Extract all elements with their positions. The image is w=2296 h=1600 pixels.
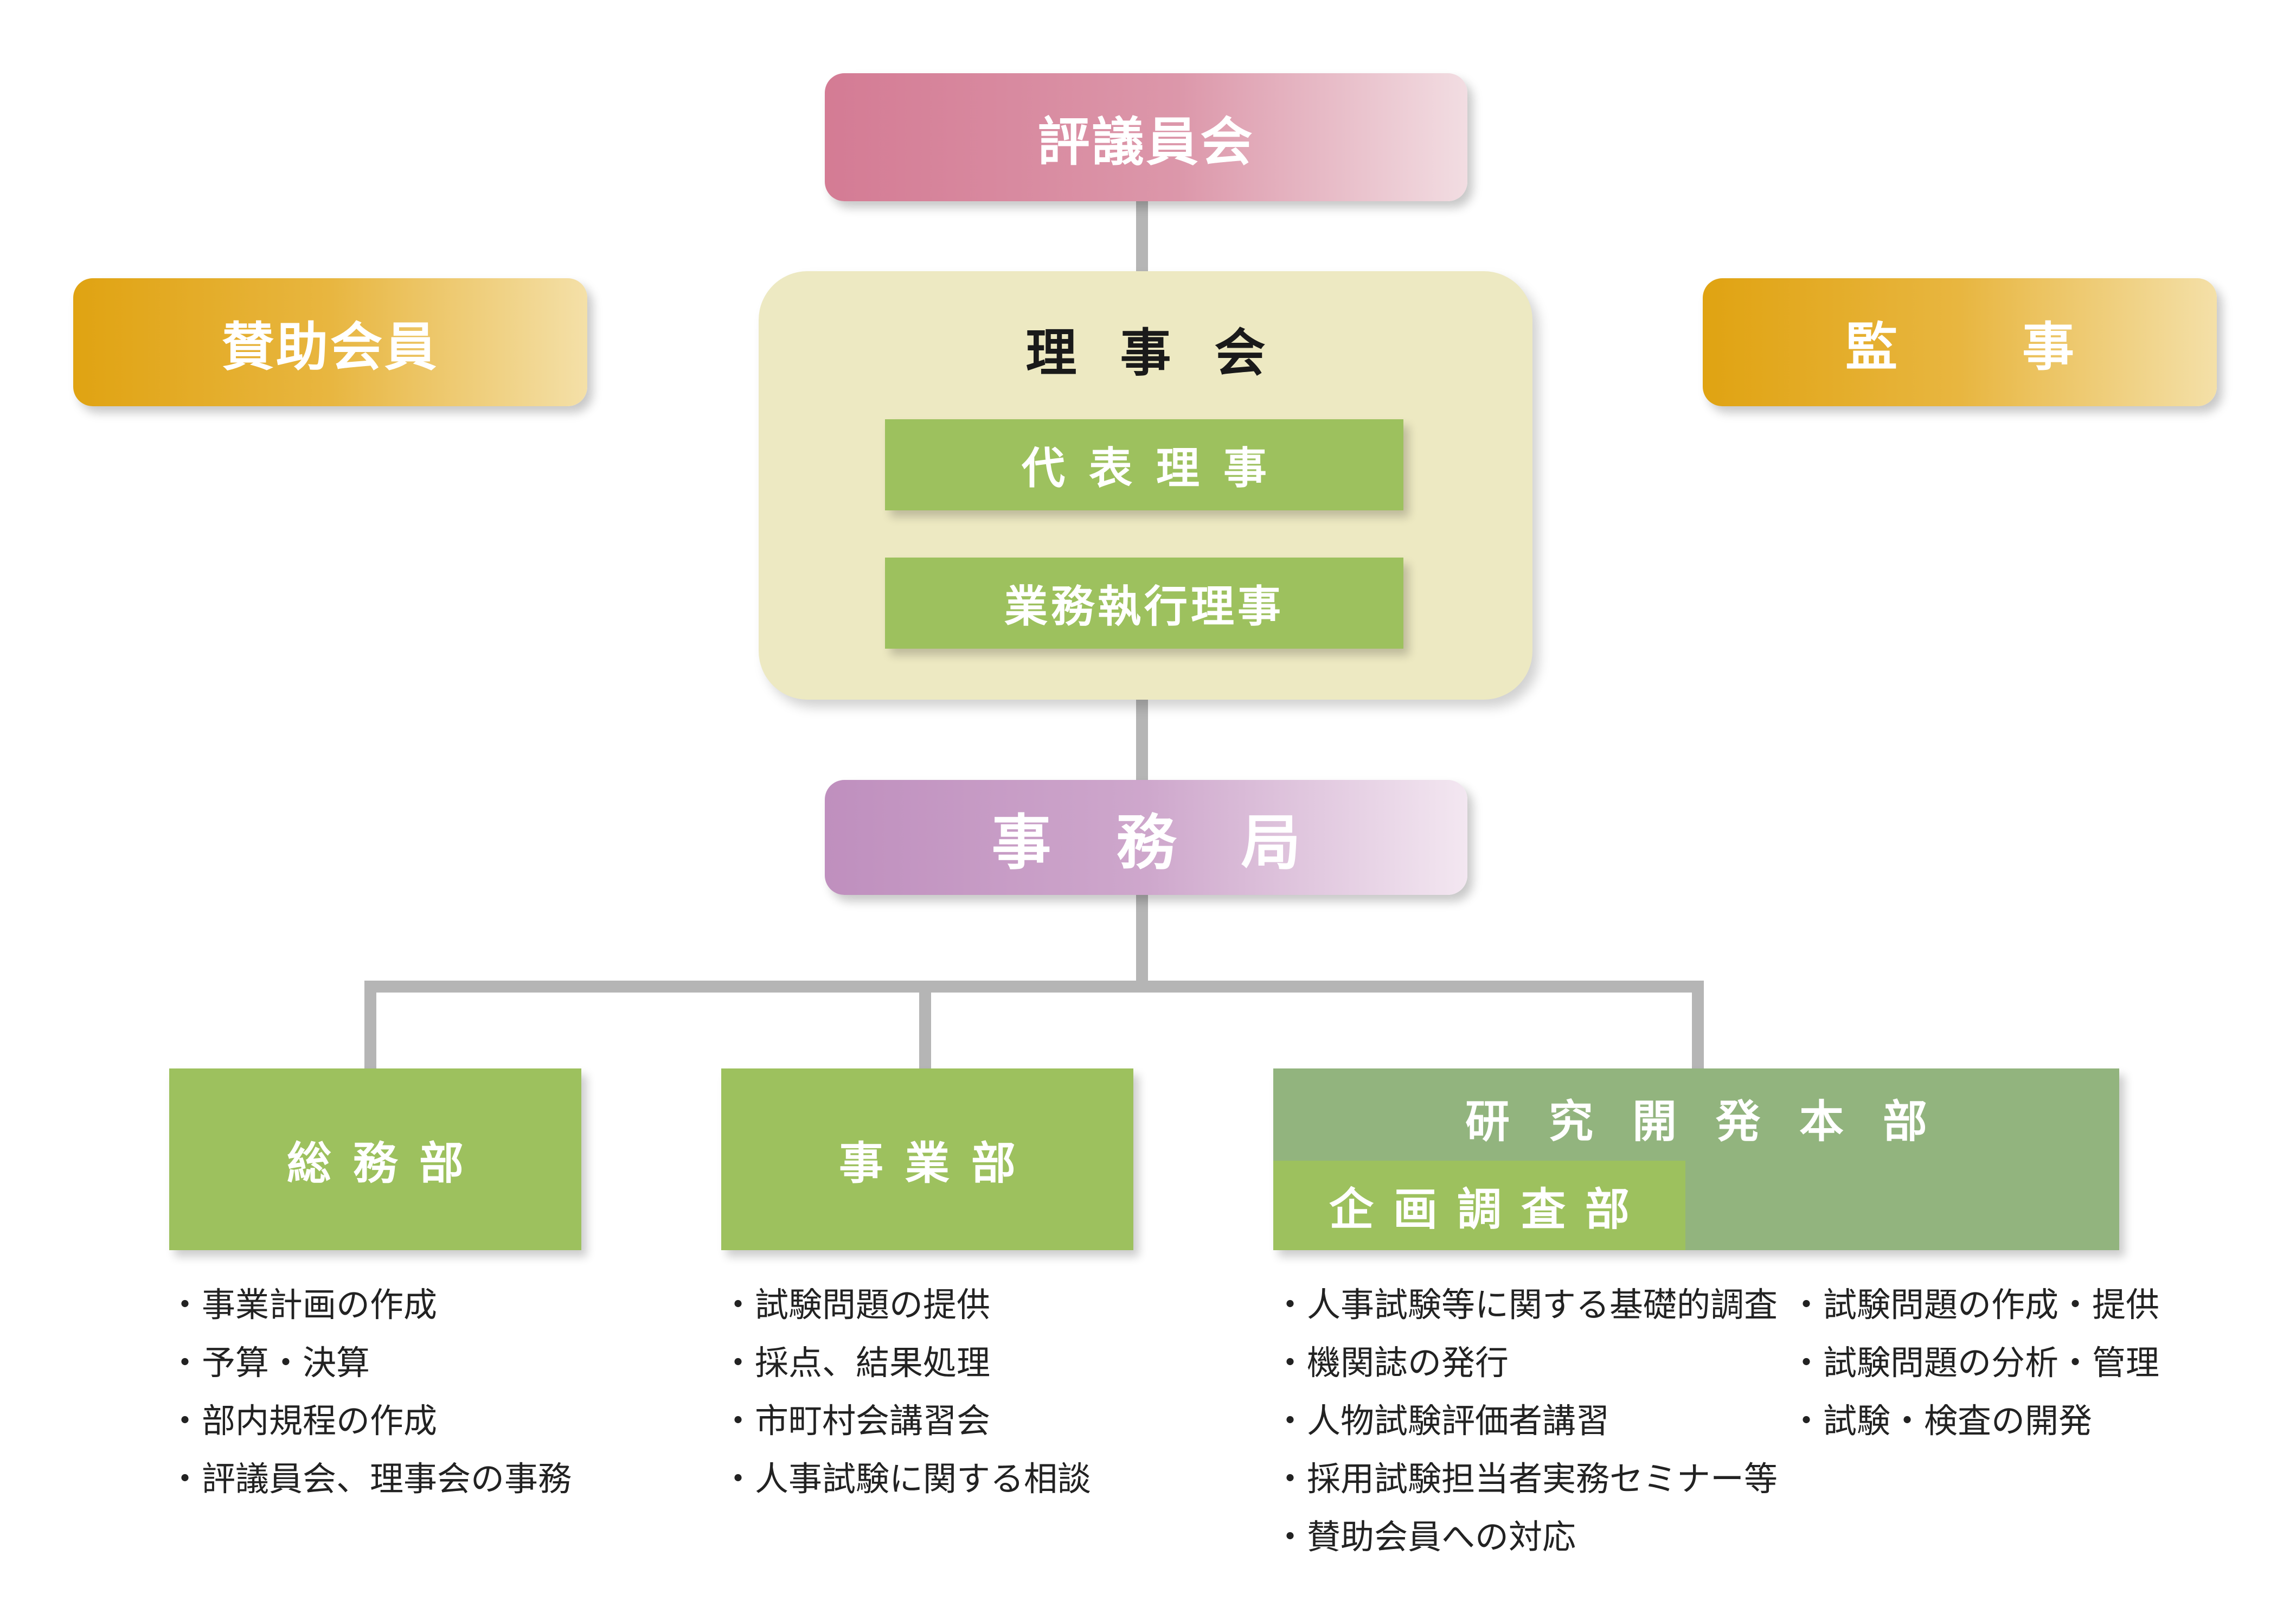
list-item: 部内規程の作成 — [168, 1392, 572, 1450]
board-label: 理事会 — [1025, 324, 1309, 383]
research-label: 研究開発本部 — [1465, 1096, 1966, 1148]
general-affairs-box: 総務部 — [169, 1068, 581, 1250]
list-item: 人物試験評価者講習 — [1273, 1392, 1778, 1450]
connector-research — [1692, 981, 1704, 1070]
list-item: 評議員会、理事会の事務 — [168, 1450, 572, 1508]
auditor-label: 監事 — [1845, 316, 2199, 377]
list-item: 試験問題の提供 — [721, 1276, 1091, 1334]
list-item: 市町村会講習会 — [721, 1392, 1091, 1450]
general-affairs-duties: 事業計画の作成 予算・決算 部内規程の作成 評議員会、理事会の事務 — [168, 1276, 572, 1508]
council-label: 評議員会 — [1037, 111, 1255, 172]
connector-council-board — [1136, 201, 1148, 274]
list-item: 試験問題の作成・提供 — [1790, 1276, 2159, 1334]
executive-director-box: 業務執行理事 — [885, 558, 1403, 649]
business-label: 事業部 — [838, 1138, 1037, 1189]
connector-general-affairs — [364, 981, 376, 1070]
business-box: 事業部 — [721, 1068, 1133, 1250]
list-item: 人事試験等に関する基礎的調査 — [1273, 1276, 1778, 1334]
council-box: 評議員会 — [825, 73, 1467, 201]
list-item: 賛助会員への対応 — [1273, 1508, 1778, 1566]
list-item: 試験問題の分析・管理 — [1790, 1334, 2159, 1392]
research-duties-right: 試験問題の作成・提供 試験問題の分析・管理 試験・検査の開発 — [1790, 1276, 2159, 1450]
list-item: 人事試験に関する相談 — [721, 1450, 1091, 1508]
secretariat-box: 事務局 — [825, 780, 1467, 895]
list-item: 試験・検査の開発 — [1790, 1392, 2159, 1450]
connector-horizontal-bus — [364, 981, 1704, 993]
research-duties-left: 人事試験等に関する基礎的調査 機関誌の発行 人物試験評価者講習 採用試験担当者実… — [1273, 1276, 1778, 1566]
planning-research-box: 企画調査部 — [1273, 1161, 1685, 1250]
representative-director-box: 代表理事 — [885, 419, 1403, 510]
list-item: 採用試験担当者実務セミナー等 — [1273, 1450, 1778, 1508]
connector-business — [919, 981, 931, 1070]
connector-secretariat-down — [1136, 894, 1148, 986]
general-affairs-label: 総務部 — [286, 1138, 485, 1189]
representative-director-label: 代表理事 — [1022, 443, 1291, 494]
business-duties: 試験問題の提供 採点、結果処理 市町村会講習会 人事試験に関する相談 — [721, 1276, 1091, 1508]
connector-board-secretariat — [1136, 699, 1148, 781]
supporting-members-box: 賛助会員 — [73, 278, 587, 406]
list-item: 事業計画の作成 — [168, 1276, 572, 1334]
list-item: 採点、結果処理 — [721, 1334, 1091, 1392]
supporting-members-label: 賛助会員 — [222, 316, 439, 377]
list-item: 予算・決算 — [168, 1334, 572, 1392]
auditor-box: 監事 — [1703, 278, 2217, 406]
executive-director-label: 業務執行理事 — [1004, 581, 1284, 632]
list-item: 機関誌の発行 — [1273, 1334, 1778, 1392]
secretariat-label: 事務局 — [991, 808, 1366, 878]
planning-research-label: 企画調査部 — [1329, 1184, 1649, 1236]
